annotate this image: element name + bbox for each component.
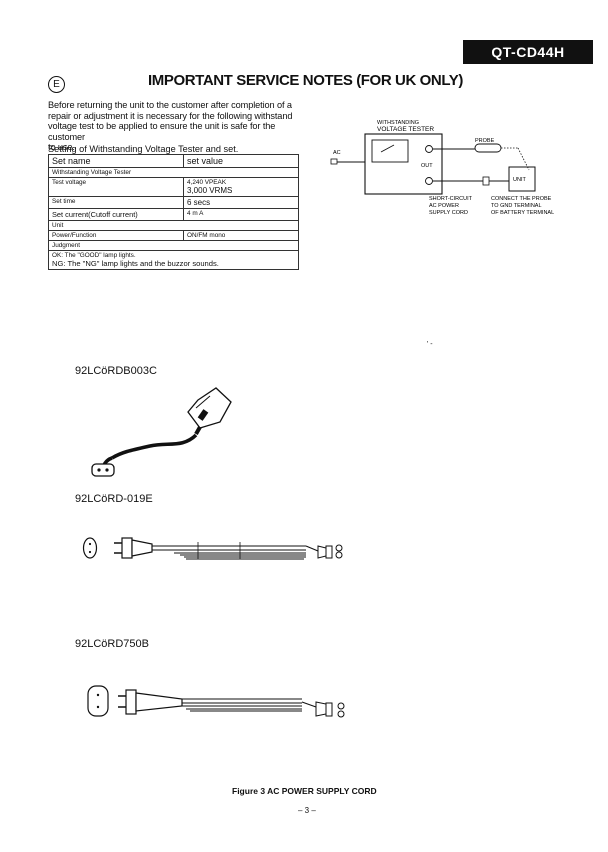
judgment-label: Judgment bbox=[48, 240, 299, 251]
table-row: Power/Function ON/FM mono bbox=[48, 230, 299, 241]
table-row: Unit bbox=[48, 220, 299, 231]
euro-cord-illustration-1 bbox=[82, 537, 343, 560]
intro-line: voltage test to be applied to ensure the… bbox=[48, 121, 276, 142]
section-unit: Unit bbox=[48, 220, 299, 231]
tester-label-1: WITHSTANDING bbox=[377, 120, 419, 126]
table-row: Test voltage 4,240 VPEAK 3,000 VRMS bbox=[48, 177, 299, 197]
model-number: QT-CD44H bbox=[463, 40, 593, 64]
stray-mark: ' - bbox=[427, 341, 433, 348]
withstand-test-diagram: WITHSTANDING VOLTAGE TESTER AC PROBE OUT… bbox=[330, 120, 554, 216]
setting-heading: Setting of Withstanding Voltage Tester a… bbox=[48, 144, 239, 154]
page-number: – 3 – bbox=[298, 806, 316, 815]
tester-label-2: VOLTAGE TESTER bbox=[377, 126, 434, 133]
set-current-value: 4 m A bbox=[183, 208, 299, 221]
test-voltage-rms: 3,000 VRMS bbox=[187, 186, 233, 195]
set-time-label: Set time bbox=[48, 196, 184, 209]
power-function-value: ON/FM mono bbox=[183, 230, 299, 241]
set-current-label: Set current(Cutoff current) bbox=[48, 208, 184, 221]
part-number-3: 92LCöRD750B bbox=[75, 638, 149, 650]
table-header-row: Set name set value bbox=[48, 154, 299, 168]
intro-line: repair or adjustment it is necessary for… bbox=[48, 110, 293, 121]
table-row: OK: The "GOOD" lamp lights. NG: The "NG"… bbox=[48, 250, 299, 270]
meter-needle bbox=[380, 144, 395, 153]
probe-terminal-icon bbox=[425, 145, 433, 153]
probe-icon bbox=[474, 143, 502, 153]
page-title: IMPORTANT SERVICE NOTES (FOR UK ONLY) bbox=[148, 72, 463, 89]
figure-caption: Figure 3 AC POWER SUPPLY CORD bbox=[232, 786, 377, 796]
table-row: Set time 6 secs bbox=[48, 196, 299, 209]
part-number-2: 92LCöRD-019E bbox=[75, 493, 153, 505]
connect-label-1: CONNECT THE PROBE bbox=[491, 196, 552, 202]
table-row: Withstanding Voltage Tester bbox=[48, 167, 299, 178]
judgment-results: OK: The "GOOD" lamp lights. NG: The "NG"… bbox=[48, 250, 299, 270]
connect-label-2: TO GND TERMINAL bbox=[491, 203, 542, 209]
intro-line: Before returning the unit to the custome… bbox=[48, 100, 292, 110]
connect-label-3: OF BATTERY TERMINAL bbox=[491, 210, 554, 216]
test-voltage-label: Test voltage bbox=[48, 177, 184, 197]
section-tester: Withstanding Voltage Tester bbox=[48, 167, 299, 178]
ac-label: AC bbox=[333, 150, 341, 156]
header-set-name: Set name bbox=[48, 154, 184, 168]
short-label-2: AC POWER bbox=[429, 203, 459, 209]
ac-plug-icon bbox=[330, 158, 338, 165]
table-row: Judgment bbox=[48, 240, 299, 251]
euro-cord-illustration-2 bbox=[87, 685, 345, 718]
short-plug-icon bbox=[482, 176, 490, 186]
tester-meter bbox=[371, 139, 409, 163]
test-voltage-values: 4,240 VPEAK 3,000 VRMS bbox=[183, 177, 299, 197]
set-time-value: 6 secs bbox=[183, 196, 299, 209]
withstand-settings-table: Set name set value Withstanding Voltage … bbox=[48, 154, 299, 270]
part-number-1: 92LCöRDB003C bbox=[75, 365, 157, 377]
language-mark-e: E bbox=[48, 76, 65, 93]
short-label-1: SHORT-CIRCUIT bbox=[429, 196, 473, 202]
intro-line: to use. bbox=[48, 142, 75, 152]
short-label-3: SUPPLY CORD bbox=[429, 210, 468, 216]
unit-box bbox=[508, 166, 536, 192]
table-row: Set current(Cutoff current) 4 m A bbox=[48, 208, 299, 221]
out-label: OUT bbox=[421, 163, 433, 169]
judgment-ok: OK: The "GOOD" lamp lights. bbox=[52, 252, 136, 259]
tester-box bbox=[364, 133, 443, 195]
probe-label: PROBE bbox=[475, 138, 495, 144]
header-set-value: set value bbox=[183, 154, 299, 168]
intro-paragraph: Before returning the unit to the custome… bbox=[48, 100, 310, 153]
judgment-ng: NG: The "NG" lamp lights and the buzzor … bbox=[52, 259, 219, 268]
test-voltage-peak: 4,240 VPEAK bbox=[187, 179, 227, 186]
unit-label: UNIT bbox=[513, 177, 526, 183]
uk-cord-illustration bbox=[91, 387, 232, 477]
out-terminal-icon bbox=[425, 177, 433, 185]
power-function-label: Power/Function bbox=[48, 230, 184, 241]
